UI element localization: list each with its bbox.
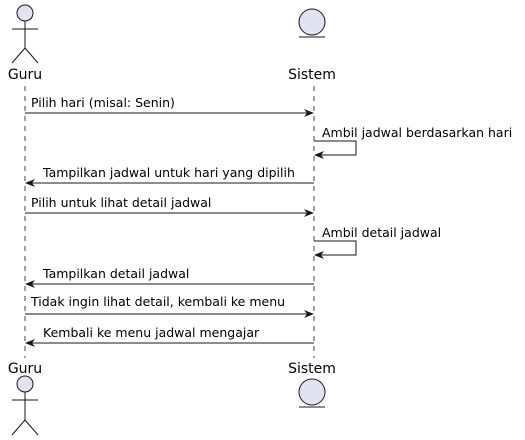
self-message-arrow	[314, 140, 357, 156]
actor-guru-bottom: Guru	[8, 361, 42, 436]
message-label: Tampilkan jadwal untuk hari yang dipilih	[42, 165, 295, 180]
participant-label-guru: Guru	[8, 67, 42, 83]
actor-icon	[11, 4, 39, 64]
entity-icon	[298, 378, 326, 408]
message-label: Pilih hari (misal: Senin)	[31, 95, 175, 110]
message: Tampilkan jadwal untuk hari yang dipilih	[25, 165, 314, 187]
arrow-head	[314, 251, 324, 259]
arrow-head	[25, 339, 35, 347]
message: Pilih hari (misal: Senin)	[25, 95, 314, 117]
message: Pilih untuk lihat detail jadwal	[25, 195, 314, 217]
message: Tidak ingin lihat detail, kembali ke men…	[25, 294, 314, 318]
message: Kembali ke menu jadwal mengajar	[25, 325, 314, 347]
arrow-head	[304, 209, 314, 217]
participant-label-guru-bottom: Guru	[8, 361, 42, 377]
entity-icon	[298, 8, 326, 38]
message-label: Ambil jadwal berdasarkan hari	[322, 125, 512, 140]
actor-guru-top: Guru	[8, 4, 42, 83]
entity-sistem-bottom: Sistem	[288, 361, 336, 408]
message-label: Tampilkan detail jadwal	[42, 266, 189, 281]
message: Ambil jadwal berdasarkan hari	[314, 125, 512, 159]
message: Tampilkan detail jadwal	[25, 266, 314, 288]
participant-label-sistem: Sistem	[288, 67, 336, 83]
arrow-head	[304, 109, 314, 117]
arrow-head	[25, 280, 35, 288]
entity-sistem-top: Sistem	[288, 8, 336, 83]
arrow-head	[25, 179, 35, 187]
message-label: Ambil detail jadwal	[322, 225, 441, 240]
message-label: Tidak ingin lihat detail, kembali ke men…	[30, 294, 285, 309]
participant-label-sistem-bottom: Sistem	[288, 361, 336, 377]
self-message-arrow	[314, 240, 357, 256]
arrow-head	[314, 151, 324, 159]
message-label: Pilih untuk lihat detail jadwal	[31, 195, 211, 210]
actor-icon	[11, 375, 39, 436]
message: Ambil detail jadwal	[314, 225, 441, 259]
message-label: Kembali ke menu jadwal mengajar	[43, 325, 260, 340]
arrow-head	[304, 310, 314, 318]
